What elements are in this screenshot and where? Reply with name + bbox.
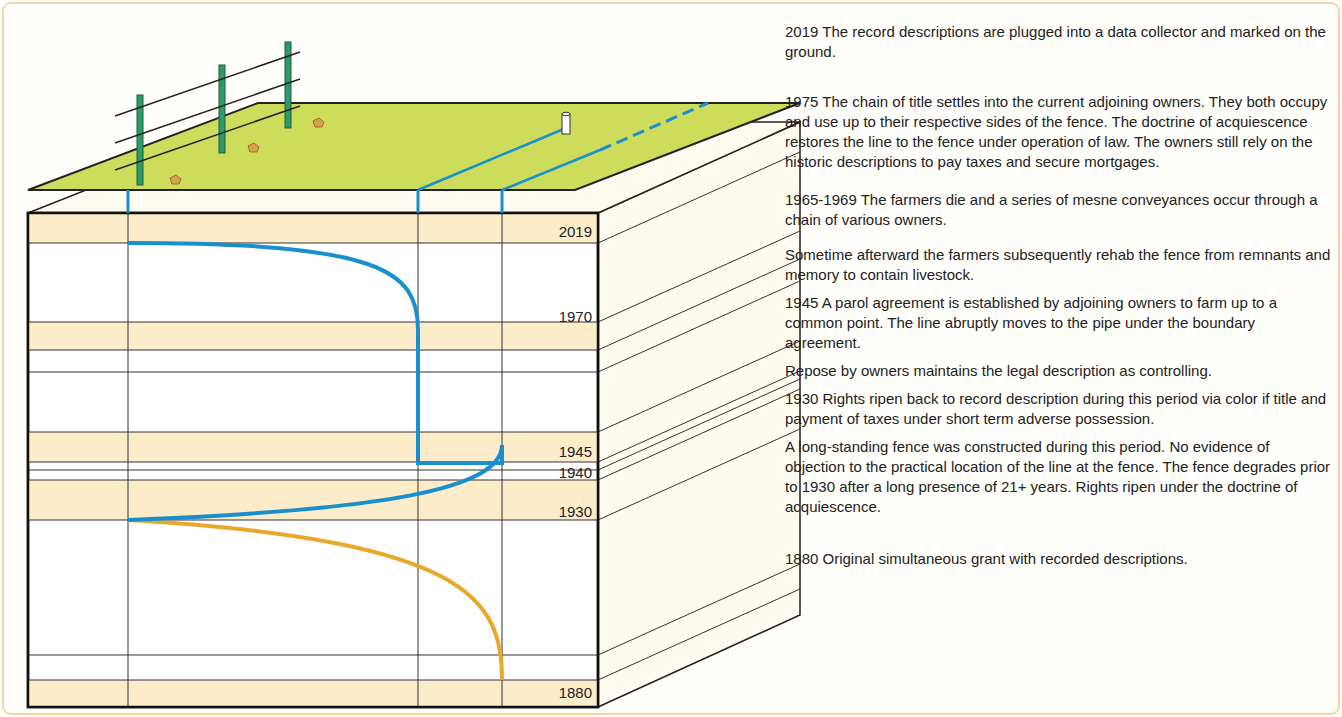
orange-boundary-curve	[128, 520, 502, 680]
year-label: 1930	[532, 503, 592, 521]
year-label: 1880	[532, 684, 592, 702]
pipe-monument	[562, 112, 570, 134]
timeline-note: A long-standing fence was constructed du…	[785, 437, 1333, 517]
year-label: 1940	[532, 464, 592, 482]
timeline-note: 1965-1969 The farmers die and a series o…	[785, 190, 1333, 230]
fence-remnants	[170, 118, 324, 184]
ground-plane	[28, 103, 800, 190]
timeline-note: Repose by owners maintains the legal des…	[785, 361, 1333, 381]
year-label: 1970	[532, 308, 592, 326]
block-front	[28, 213, 598, 707]
record-line-dashed	[600, 103, 708, 150]
time-bands	[29, 214, 597, 706]
boundary-ticks	[128, 190, 502, 213]
block-side	[598, 122, 800, 707]
timeline-note: 2019 The record descriptions are plugged…	[785, 22, 1333, 62]
blue-boundary-curve	[128, 243, 502, 520]
record-line	[502, 150, 600, 190]
year-label: 1945	[532, 443, 592, 461]
band-lines	[28, 213, 598, 707]
frame	[3, 3, 1339, 714]
timeline-note: 1945 A parol agreement is established by…	[785, 293, 1333, 353]
timeline-note: 1975 The chain of title settles into the…	[785, 92, 1333, 172]
side-band-lines	[598, 152, 800, 680]
timeline-note: 1880 Original simultaneous grant with re…	[785, 549, 1333, 569]
timeline-note: Sometime afterward the farmers subsequen…	[785, 245, 1333, 285]
block-front-outline	[28, 213, 598, 707]
year-label: 2019	[532, 223, 592, 241]
fence	[115, 42, 300, 185]
timeline-note: 1930 Rights ripen back to record descrip…	[785, 389, 1333, 429]
pipe-line	[418, 128, 566, 190]
